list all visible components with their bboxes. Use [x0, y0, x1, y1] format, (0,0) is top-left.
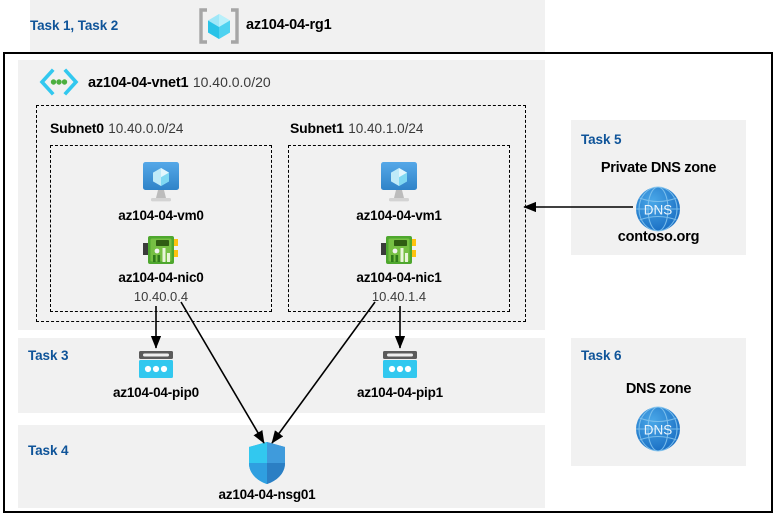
dns-zone-title: DNS zone [625, 381, 692, 397]
task-label-3: Task 3 [28, 348, 69, 363]
vm-0-name: az104-04-vm0 [118, 208, 204, 223]
nsg-name: az104-04-nsg01 [218, 487, 316, 502]
subnet-0-header: Subnet0 10.40.0.0/24 [50, 120, 183, 138]
resource-group-band [30, 0, 545, 52]
resource-group-icon [198, 6, 240, 46]
pip-1-name: az104-04-pip1 [357, 385, 443, 400]
public-ip-panel [18, 338, 545, 413]
svg-text:DNS: DNS [644, 423, 673, 438]
dns-zone-icon: DNS [634, 405, 682, 453]
task-label-5: Task 5 [581, 132, 622, 147]
vnet-name: az104-04-vnet1 [88, 75, 189, 91]
diagram-outer-border [3, 52, 773, 513]
subnet-1-box [288, 145, 510, 312]
network-interface-icon [142, 234, 180, 268]
vnet-header: az104-04-vnet1 10.40.0.0/20 [88, 74, 271, 92]
subnet-1-header: Subnet1 10.40.1.0/24 [290, 120, 423, 138]
subnet-0-cidr: 10.40.0.0/24 [108, 121, 184, 136]
task-label-6: Task 6 [581, 348, 622, 363]
nic-1-name: az104-04-nic1 [356, 270, 442, 285]
virtual-machine-icon [371, 160, 427, 204]
task-label-1-2: Task 1, Task 2 [30, 18, 119, 33]
network-interface-icon [380, 234, 418, 268]
public-ip-address-icon [137, 350, 175, 381]
vnet-cidr: 10.40.0.0/20 [192, 74, 271, 90]
nic-1-ip: 10.40.1.4 [371, 289, 427, 304]
private-dns-zone-title: Private DNS zone [600, 160, 717, 176]
resource-group-name: az104-04-rg1 [246, 17, 332, 33]
nic-0-name: az104-04-nic0 [118, 270, 204, 285]
network-security-group-icon [247, 441, 287, 485]
dns-zone-icon: DNS [634, 185, 682, 233]
public-ip-address-icon [381, 350, 419, 381]
svg-text:DNS: DNS [644, 203, 673, 218]
private-dns-zone-name: contoso.org [617, 229, 700, 245]
virtual-network-icon [38, 68, 80, 96]
subnet-0-box [50, 145, 272, 312]
virtual-machine-icon [133, 160, 189, 204]
task-label-4: Task 4 [28, 443, 69, 458]
nic-0-ip: 10.40.0.4 [133, 289, 189, 304]
subnet-1-cidr: 10.40.1.0/24 [348, 121, 424, 136]
subnet-1-name: Subnet1 [290, 120, 344, 136]
subnet-0-name: Subnet0 [50, 120, 104, 136]
vm-1-name: az104-04-vm1 [356, 208, 442, 223]
pip-0-name: az104-04-pip0 [113, 385, 199, 400]
